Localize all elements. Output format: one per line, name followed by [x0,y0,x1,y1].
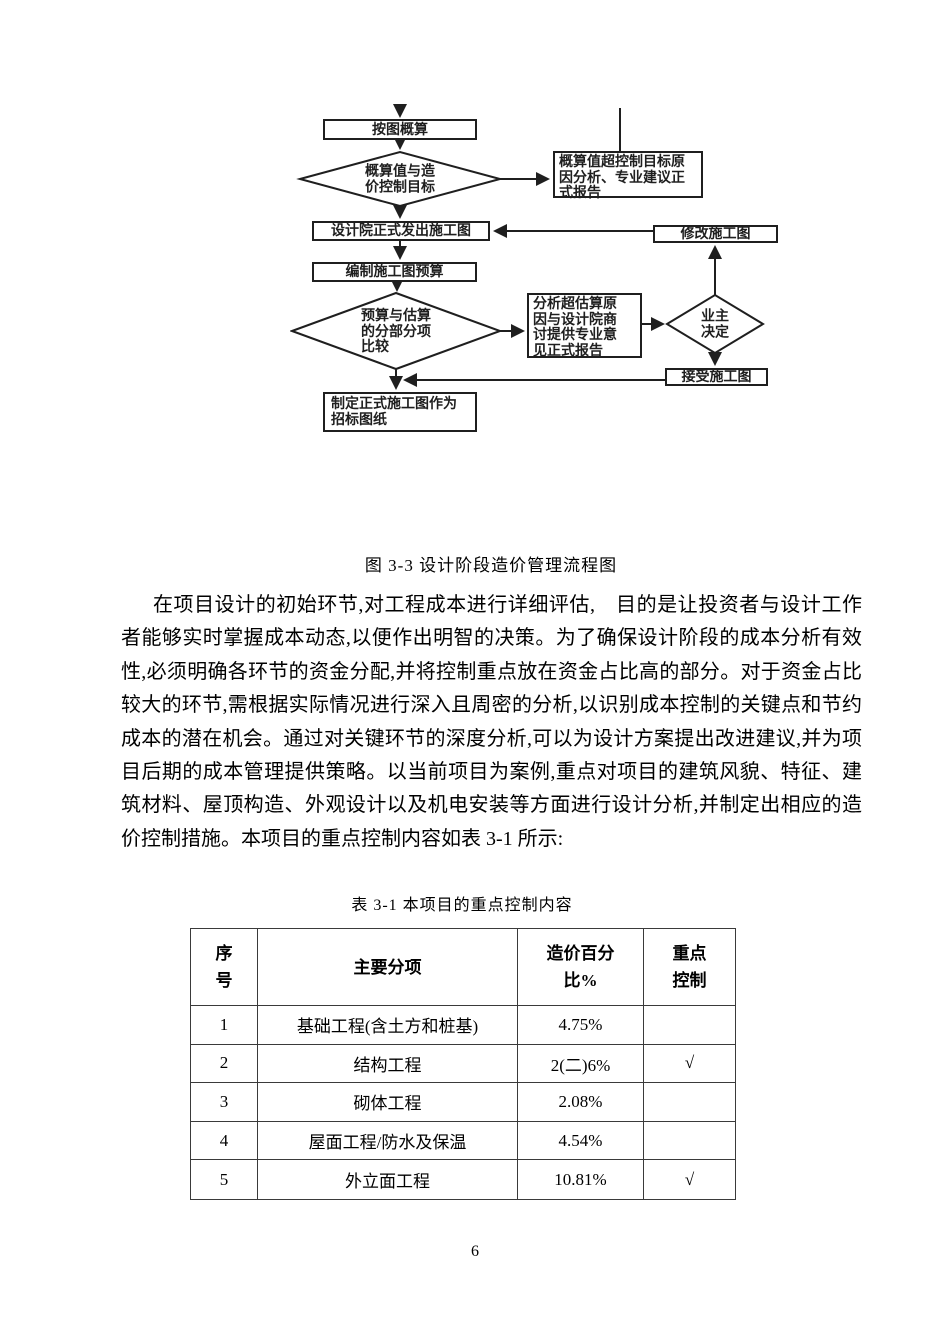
node-revise-construction-drawings: 修改施工图 [653,225,778,243]
cell-item: 砌体工程 [258,1083,518,1122]
table-header-item: 主要分项 [258,929,518,1006]
cell-seq: 3 [191,1083,258,1122]
cell-item: 外立面工程 [258,1160,518,1199]
table-header-keycontrol: 重点 控制 [644,929,735,1006]
body-paragraph: 在项目设计的初始环节,对工程成本进行详细评估, 目的是让投资者与设计工作者能够实… [121,594,862,850]
cell-item: 屋面工程/防水及保温 [258,1121,518,1161]
node-finalize-bidding-drawings: 制定正式施工图作为 招标图纸 [323,392,477,432]
node-overbudget-analysis-report: 分析超估算原 因与设计院商 讨提供专业意 见正式报告 [527,293,642,358]
table-title: 表 3-1 本项目的重点控制内容 [351,897,573,914]
cell-item: 基础工程(含土方和桩基) [258,1006,518,1045]
connector-lines [389,104,722,390]
cell-percent: 2(二)6% [518,1044,644,1084]
cell-keycontrol-checkmark: √ [644,1045,735,1084]
page-number: 6 [471,1243,479,1260]
node-decision-owner-label: 业主 决定 [701,307,729,339]
figure-caption: 图 3-3 设计阶段造价管理流程图 [364,556,618,575]
cell-seq: 2 [191,1044,258,1084]
cell-keycontrol [644,1122,735,1161]
cell-seq: 5 [191,1160,258,1199]
node-decision-estimate-vs-target-label: 概算值与造 价控制目标 [365,162,435,194]
cell-keycontrol [644,1006,735,1045]
flowchart-connectors [290,104,765,390]
design-stage-cost-flowchart: 按图概算 概算值与造 价控制目标 概算值超控制目标原 因分析、专业建议正 式报告… [290,100,790,440]
node-issue-construction-drawings: 设计院正式发出施工图 [312,221,490,241]
cell-percent: 10.81% [518,1160,644,1199]
cell-percent: 4.75% [518,1006,644,1045]
cell-percent: 4.54% [518,1121,644,1161]
key-control-table: 序 号 主要分项 造价百分 比% 重点 控制 1 基础工程(含土方和桩基) 4.… [190,928,736,1200]
cell-percent: 2.08% [518,1083,644,1122]
table-header-percent: 造价百分 比% [518,929,644,1006]
cell-keycontrol-checkmark: √ [684,1169,695,1189]
node-compile-drawing-budget: 编制施工图预算 [312,262,477,282]
cell-item: 结构工程 [258,1044,518,1084]
node-estimate-by-drawing: 按图概算 [323,119,477,140]
decision-diamond-owner [665,293,765,355]
node-accept-construction-drawings: 接受施工图 [665,368,768,386]
cell-seq: 1 [191,1006,258,1045]
node-decision-budget-vs-estimate-label: 预算与估算 的分部分项 比较 [361,306,431,354]
table-header-seq: 序 号 [191,929,258,1006]
cell-keycontrol [644,1083,735,1122]
cell-seq: 4 [191,1121,258,1161]
node-overrun-analysis-report: 概算值超控制目标原 因分析、专业建议正 式报告 [553,151,703,200]
